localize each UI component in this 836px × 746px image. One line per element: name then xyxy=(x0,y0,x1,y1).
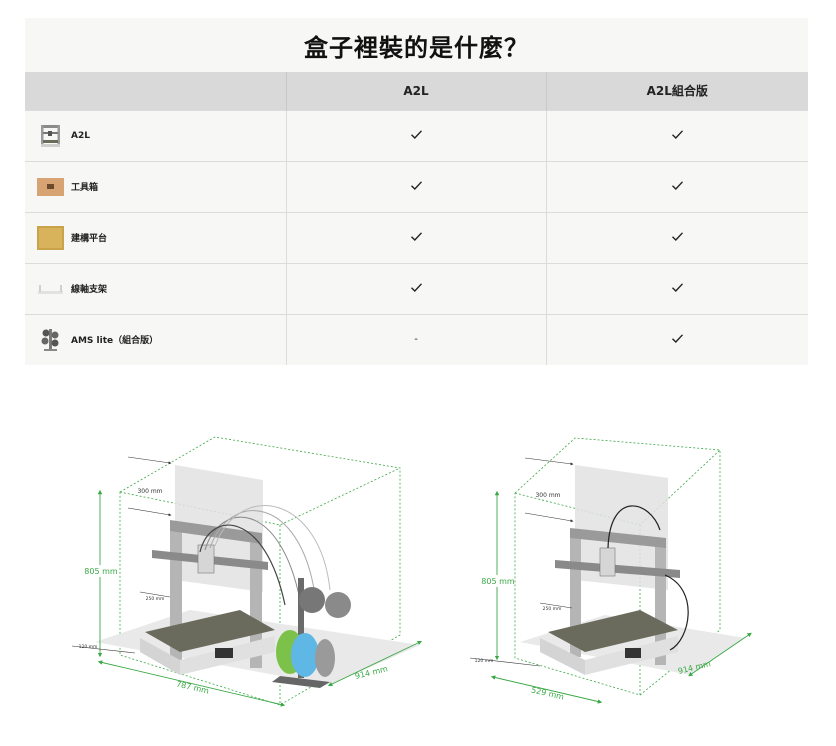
combo-dimension-diagram: 805 mm 914 mm 787 mm 300 mm 250 mm 120 m… xyxy=(71,436,423,707)
combo-mid-gap-label: 250 mm xyxy=(146,596,165,602)
header-item xyxy=(25,72,287,110)
box-contents-section: 盒子裡裝的是什麼？ A2L A2L組合版 A2L xyxy=(25,18,808,365)
item-label: 建構平台 xyxy=(71,234,108,244)
item-label: 線軸支架 xyxy=(71,285,108,295)
item-label: AMS lite（組合版） xyxy=(71,336,159,347)
combo-check-icon xyxy=(546,262,808,314)
combo-top-gap-label: 300 mm xyxy=(137,488,162,495)
printer-illustration-a2l xyxy=(540,505,689,675)
table-row: 建構平台 xyxy=(25,211,808,263)
a2l-height-label: 805 mm xyxy=(481,577,515,586)
a2l-check-icon xyxy=(286,160,547,212)
page-title: 盒子裡裝的是什麼？ xyxy=(304,33,529,62)
combo-check-icon xyxy=(546,313,808,365)
a2l-bottom-gap-label: 120 mm xyxy=(475,658,494,664)
combo-check-icon xyxy=(546,211,808,263)
a2l-not-included: - xyxy=(286,313,547,365)
a2l-check-icon xyxy=(286,262,547,314)
combo-bottom-gap-label: 120 mm xyxy=(79,644,98,650)
build-plate-thumbnail-icon xyxy=(36,225,65,251)
printer-thumbnail-icon xyxy=(36,123,65,149)
contents-table: A2L A2L組合版 A2L xyxy=(25,72,808,365)
a2l-check-icon xyxy=(286,109,547,161)
a2l-top-gap-label: 300 mm xyxy=(535,492,560,499)
combo-height-label: 805 mm xyxy=(84,567,118,576)
a2l-width-label: 529 mm xyxy=(530,685,565,701)
header-a2l: A2L xyxy=(286,72,547,110)
dimension-diagrams: 805 mm 914 mm 787 mm 300 mm 250 mm 120 m… xyxy=(0,420,836,746)
table-row: AMS lite（組合版） - xyxy=(25,313,808,365)
a2l-mid-gap-label: 250 mm xyxy=(543,606,562,612)
a2l-check-icon xyxy=(286,211,547,263)
spool-holder-thumbnail-icon xyxy=(36,276,65,302)
combo-check-icon xyxy=(546,160,808,212)
table-row: A2L xyxy=(25,109,808,161)
a2l-dimension-diagram: 805 mm 914 mm 529 mm 300 mm 250 mm 120 m… xyxy=(469,437,752,704)
build-volume-panel xyxy=(575,465,668,590)
combo-check-icon xyxy=(546,109,808,161)
header-a2l-combo: A2L組合版 xyxy=(546,72,808,110)
toolbox-thumbnail-icon xyxy=(36,174,65,200)
table-header-row: A2L A2L組合版 xyxy=(25,72,808,110)
table-row: 工具箱 xyxy=(25,160,808,212)
item-label: 工具箱 xyxy=(71,183,99,193)
ams-lite-thumbnail-icon xyxy=(36,327,65,353)
table-row: 線軸支架 xyxy=(25,262,808,314)
item-label: A2L xyxy=(71,130,90,141)
